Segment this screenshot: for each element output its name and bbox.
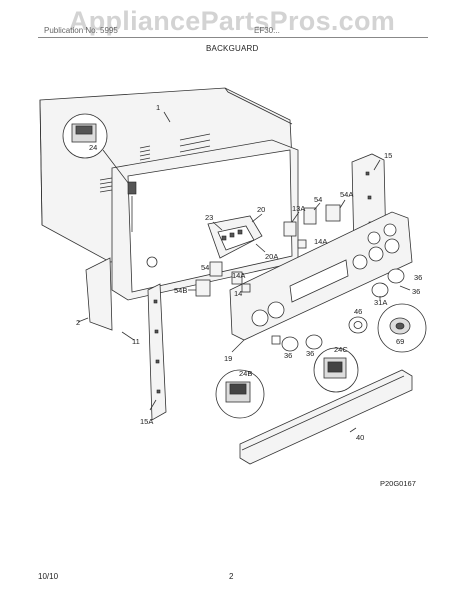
part-label: 31A (374, 298, 387, 307)
detail-rocker-switch-24 (62, 113, 133, 189)
part-label: 36 (414, 273, 422, 282)
watermark: AppliancePartsPros.com (68, 6, 396, 36)
detail-lamp-69 (377, 303, 427, 353)
part-label: 14A (314, 237, 327, 246)
left-end-bracket (147, 283, 167, 421)
page-number: 2 (229, 572, 234, 581)
switch-relays (195, 204, 341, 297)
part-label: 19 (224, 354, 232, 363)
detail-switch-24B (215, 369, 265, 419)
control-knobs (271, 268, 405, 352)
part-label: 69 (396, 337, 404, 346)
part-label: 2 (76, 318, 80, 327)
part-label: 14 (234, 289, 242, 298)
part-label: 24B (239, 369, 252, 378)
part-label: 54B (174, 286, 187, 295)
part-label: 54 (314, 195, 322, 204)
footer-date: 10/10 (38, 572, 59, 581)
part-label: 20A (265, 252, 278, 261)
bottom-trim-40 (239, 369, 413, 465)
part-label: 54 (201, 263, 209, 272)
part-label: 20 (257, 205, 265, 214)
part-label: 46 (354, 307, 362, 316)
part-label: 24 (89, 143, 97, 152)
publication-number: Publication No. 5995 (44, 26, 118, 35)
part-label: 15A (140, 417, 153, 426)
part-label: 36 (412, 287, 420, 296)
part-label: 1 (156, 103, 160, 112)
side-trim-left (85, 257, 113, 331)
control-panel (229, 211, 413, 341)
page-title: BACKGUARD (206, 44, 259, 53)
leader-lines (77, 111, 411, 433)
model-number: EF30... (254, 26, 280, 35)
part-label: 23 (205, 213, 213, 222)
part-labels: 1 24 15 54A 54 13A 14A 20 23 20A 54 14A … (76, 103, 422, 488)
part-label: 11 (132, 337, 140, 346)
part-label: 15 (384, 151, 392, 160)
detail-switch-24C (313, 347, 359, 393)
part-label: 13A (292, 204, 305, 213)
backguard-frame (111, 139, 299, 301)
part-label: 36 (306, 349, 314, 358)
header-rule (38, 37, 428, 38)
part-label: 14A (232, 271, 245, 280)
part-label: 40 (356, 433, 364, 442)
part-label: 54A (340, 190, 353, 199)
diagram-code: P20G0167 (380, 479, 416, 488)
part-label: 36 (284, 351, 292, 360)
clock-control (207, 215, 263, 259)
part-label: 24C (334, 345, 348, 354)
